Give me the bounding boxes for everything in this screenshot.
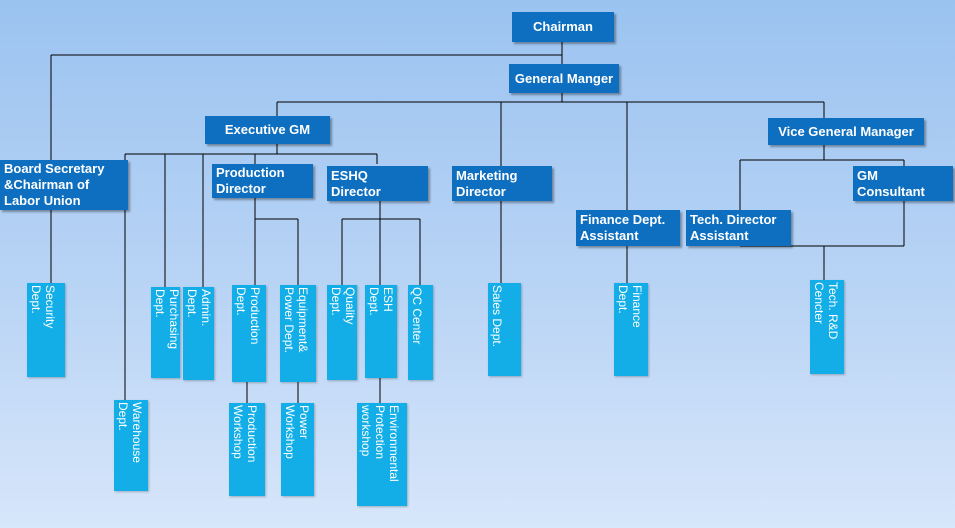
warehouse-dept-box: Warehouse Dept.: [114, 400, 148, 491]
production-dept-label: Production Dept.: [234, 287, 262, 345]
env-protection-workshop-box: Environmental Protection workshop: [357, 403, 407, 506]
purchasing-dept-box: Purchasing Dept.: [151, 287, 181, 378]
marketing-director-box: Marketing Director: [452, 166, 552, 201]
power-workshop-label: Power Workshop: [283, 405, 311, 459]
sales-dept-label: Sales Dept.: [490, 285, 504, 348]
equipment-power-dept-label: Equipment& Power Dept.: [282, 287, 310, 354]
finance-dept-label: Finance Dept.: [616, 285, 644, 328]
production-workshop-box: Production Workshop: [229, 403, 265, 496]
finance-dept-box: Finance Dept.: [614, 283, 648, 376]
sales-dept-box: Sales Dept.: [488, 283, 521, 376]
power-workshop-box: Power Workshop: [281, 403, 314, 496]
gm-consultant-box: GM Consultant: [853, 166, 953, 201]
qc-center-label: QC Center: [410, 287, 424, 345]
chairman-box: Chairman: [512, 12, 614, 42]
quality-dept-box: Quality Dept.: [327, 285, 357, 380]
production-director-box: Production Director: [212, 164, 313, 198]
executive-gm-box: Executive GM: [205, 116, 330, 144]
admin-dept-box: Admin. Dept.: [183, 287, 214, 380]
tech-rd-center-box: Tech. R&D Cencter: [810, 280, 844, 374]
admin-dept-label: Admin. Dept.: [185, 289, 213, 327]
esh-dept-box: ESH Dept.: [365, 285, 397, 378]
general-manager-box: General Manger: [509, 64, 619, 93]
warehouse-dept-label: Warehouse Dept.: [116, 402, 144, 463]
eshq-director-box: ESHQ Director: [327, 166, 428, 201]
tech-rd-center-label: Tech. R&D Cencter: [812, 282, 840, 340]
vice-gm-box: Vice General Manager: [768, 118, 924, 145]
esh-dept-label: ESH Dept.: [367, 287, 395, 316]
production-dept-box: Production Dept.: [232, 285, 266, 382]
equipment-power-dept-box: Equipment& Power Dept.: [280, 285, 316, 382]
quality-dept-label: Quality Dept.: [329, 287, 357, 325]
security-dept-box: Security Dept.: [27, 283, 65, 377]
tech-director-assistant-box: Tech. Director Assistant: [686, 210, 791, 246]
env-protection-workshop-label: Environmental Protection workshop: [359, 405, 401, 482]
purchasing-dept-label: Purchasing Dept.: [153, 289, 181, 350]
security-dept-label: Security Dept.: [29, 285, 57, 329]
board-secretary-box: Board Secretary &Chairman of Labor Union: [0, 160, 128, 210]
finance-assistant-box: Finance Dept. Assistant: [576, 210, 680, 246]
production-workshop-label: Production Workshop: [231, 405, 259, 463]
qc-center-box: QC Center: [408, 285, 433, 380]
